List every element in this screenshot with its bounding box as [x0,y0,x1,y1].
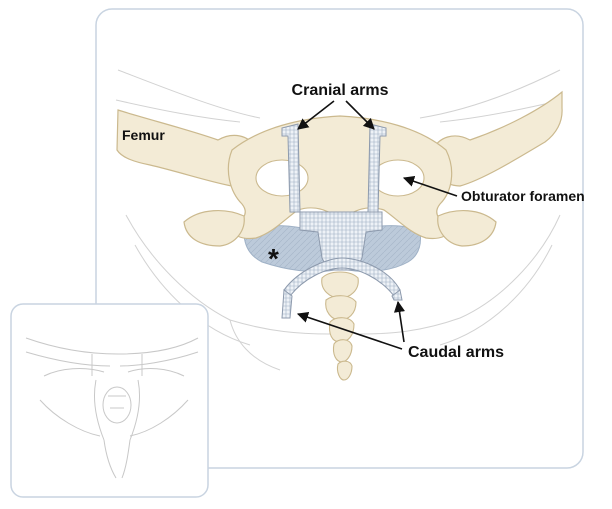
cranial-arrow-left [297,100,335,130]
left-obturator-foramen [255,159,309,197]
obturator-arrow [402,175,458,197]
obturator-foramen-label: Obturator foramen [461,188,585,204]
caudal-arrow-right [393,300,406,343]
right-ischium [437,210,497,247]
cranial-arrow-right [345,100,375,130]
cranial-arms-label: Cranial arms [292,82,389,99]
right-cranial-arm [367,123,387,213]
mesh-implant [281,123,403,319]
caudal-arms-label: Caudal arms [408,344,504,361]
caudal-arrow-left [296,311,403,350]
left-ischium [183,210,245,247]
annotation-arrows [296,100,458,350]
inset-sketch [25,337,199,479]
asterisk-marker: * [268,243,279,274]
left-caudal-arm [281,289,293,319]
right-caudal-arm [391,289,403,301]
body-outline-sketch [115,69,563,371]
right-obturator-foramen [371,159,425,197]
femur-label: Femur [122,127,165,143]
inset-panel-frame [10,303,209,498]
tail-vertebrae [321,271,359,381]
